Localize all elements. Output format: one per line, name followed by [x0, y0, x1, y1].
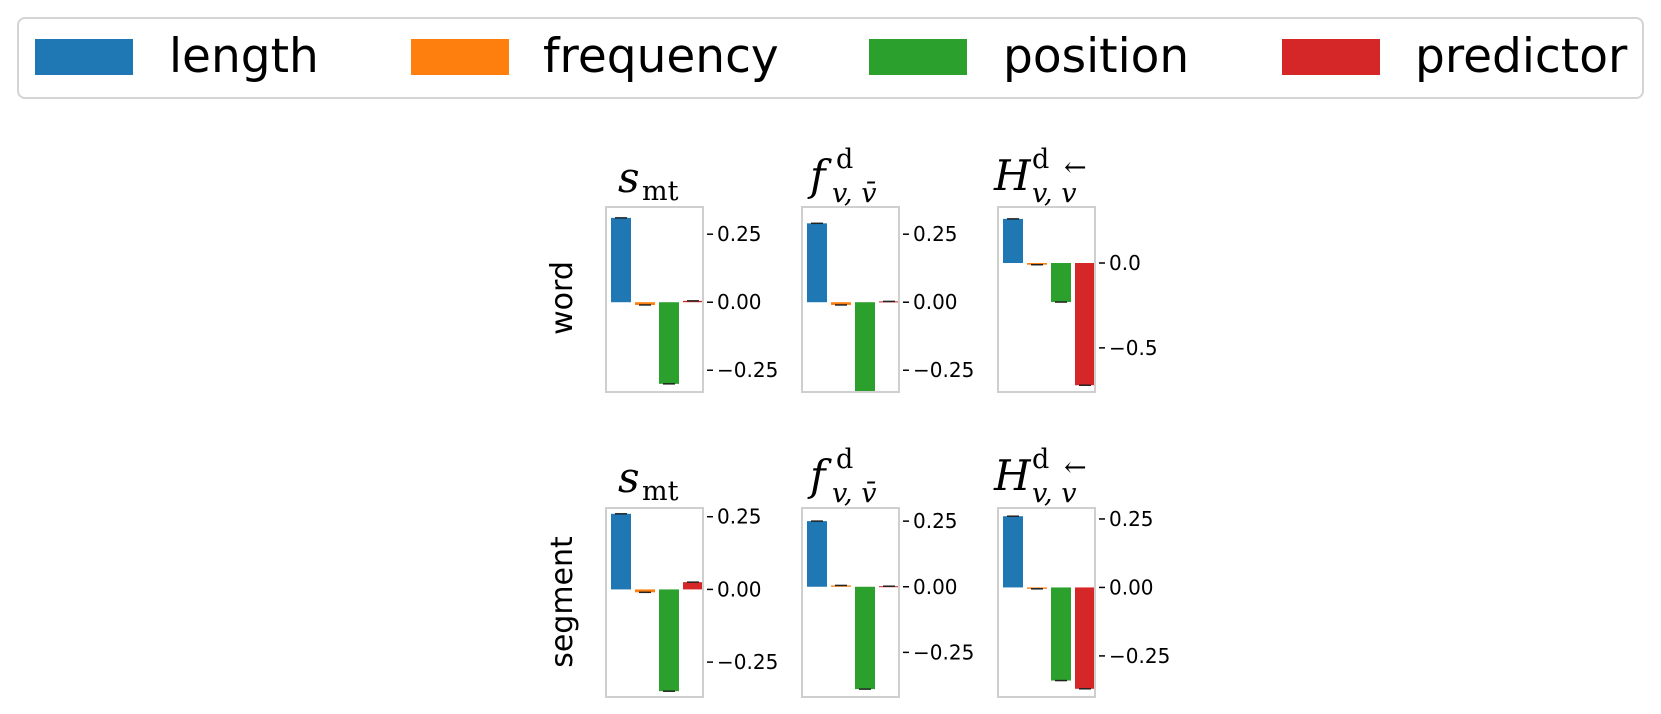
ytick-label-word-smt-2: −0.25: [717, 358, 778, 382]
ytick-label-segment-smt-1: 0.00: [717, 577, 762, 601]
ytick-label-word-smt-0: 0.25: [717, 222, 762, 246]
svg-text:d: d: [836, 444, 853, 475]
ytick-label-segment-hd-1: 0.00: [1109, 575, 1154, 599]
legend-label-length: length: [169, 29, 319, 84]
svg-text:s: s: [618, 153, 640, 202]
bar-segment-smt-length: [611, 513, 631, 590]
ytick-label-segment-smt-0: 0.25: [717, 505, 762, 529]
svg-text:v, v̄: v, v̄: [832, 478, 876, 509]
svg-text:d: d: [1032, 144, 1049, 175]
svg-text:mt: mt: [642, 176, 679, 207]
panel-frame-segment-hd: [997, 507, 1096, 698]
ytick-label-word-fd-0: 0.25: [913, 222, 958, 246]
bar-word-fd-frequency: [831, 302, 851, 305]
svg-text:s: s: [618, 453, 640, 502]
svg-text:v, v̄: v, v̄: [832, 178, 876, 209]
ytick-label-segment-fd-2: −0.25: [913, 640, 974, 664]
panel-title-segment-fd: f d v, v̄: [807, 444, 876, 509]
panel-title-word-smt: s mt: [618, 153, 679, 207]
svg-text:H: H: [993, 451, 1032, 500]
bar-word-smt-position: [659, 302, 679, 384]
panel-word-fd: 0.25 0.00 −0.25: [801, 206, 974, 393]
panel-frame-segment-fd: [801, 507, 900, 698]
ytick-label-segment-hd-2: −0.25: [1109, 644, 1170, 668]
panel-frame-word-smt: [605, 206, 704, 393]
legend-swatch-frequency: [411, 39, 509, 75]
svg-text:f: f: [807, 151, 832, 200]
panel-segment-smt: 0.25 0.00 −0.25: [605, 505, 778, 698]
bar-segment-smt-position: [659, 589, 679, 692]
bar-word-hd-length: [1003, 218, 1023, 264]
bar-segment-hd-length: [1003, 516, 1023, 588]
svg-text:d: d: [836, 144, 853, 175]
bar-segment-hd-predictor: [1075, 587, 1095, 689]
panel-word-smt: 0.25 0.00 −0.25: [605, 206, 778, 393]
panel-word-hd: 0.0 −0.5: [997, 206, 1158, 393]
panel-frame-word-hd: [997, 206, 1096, 393]
ytick-label-word-smt-1: 0.00: [717, 290, 762, 314]
svg-text:mt: mt: [642, 476, 679, 507]
legend: length frequency position predictor: [17, 17, 1644, 99]
panel-frame-word-fd: [801, 206, 900, 393]
bar-word-smt-frequency: [635, 302, 655, 305]
ytick-label-segment-smt-2: −0.25: [717, 650, 778, 674]
svg-text:←: ←: [1064, 452, 1087, 483]
bar-segment-smt-frequency: [635, 589, 655, 593]
svg-text:v, v: v, v: [1032, 478, 1076, 509]
bar-word-smt-length: [611, 217, 631, 303]
svg-text:f: f: [807, 451, 832, 500]
panel-segment-fd: 0.25 0.00 −0.25: [801, 507, 974, 698]
panel-segment-hd: 0.25 0.00 −0.25: [997, 507, 1170, 698]
panel-frame-segment-smt: [605, 507, 704, 698]
bar-word-fd-position: [855, 302, 875, 392]
ytick-label-word-fd-2: −0.25: [913, 358, 974, 382]
panel-title-segment-hd: H d v, v ←: [993, 444, 1087, 509]
svg-text:d: d: [1032, 444, 1049, 475]
ytick-label-word-fd-1: 0.00: [913, 290, 958, 314]
svg-text:←: ←: [1064, 152, 1087, 183]
bar-segment-fd-length: [807, 521, 827, 587]
bar-word-hd-predictor: [1075, 263, 1095, 386]
legend-label-frequency: frequency: [543, 29, 779, 84]
svg-text:v, v: v, v: [1032, 178, 1076, 209]
svg-text:H: H: [993, 151, 1032, 200]
bar-word-hd-frequency: [1027, 263, 1047, 265]
bar-segment-smt-predictor: [683, 582, 703, 590]
legend-label-predictor: predictor: [1415, 29, 1628, 84]
legend-swatch-predictor: [1282, 39, 1380, 75]
bar-word-hd-position: [1051, 263, 1071, 303]
ytick-label-word-hd-1: −0.5: [1109, 336, 1158, 360]
panel-title-word-fd: f d v, v̄: [807, 144, 876, 209]
row-label-segment: segment: [545, 536, 580, 668]
legend-swatch-position: [869, 39, 967, 75]
ytick-label-segment-fd-0: 0.25: [913, 509, 958, 533]
ytick-label-segment-fd-1: 0.00: [913, 575, 958, 599]
row-label-word: word: [545, 261, 580, 335]
legend-label-position: position: [1003, 29, 1190, 84]
panel-title-word-hd: H d v, v ←: [993, 144, 1087, 209]
ytick-label-word-hd-0: 0.0: [1109, 251, 1141, 275]
bar-word-fd-length: [807, 223, 827, 303]
panel-title-segment-smt: s mt: [618, 453, 679, 507]
ytick-label-segment-hd-0: 0.25: [1109, 507, 1154, 531]
legend-swatch-length: [35, 39, 133, 75]
bar-segment-hd-position: [1051, 587, 1071, 681]
bar-segment-fd-position: [855, 586, 875, 690]
